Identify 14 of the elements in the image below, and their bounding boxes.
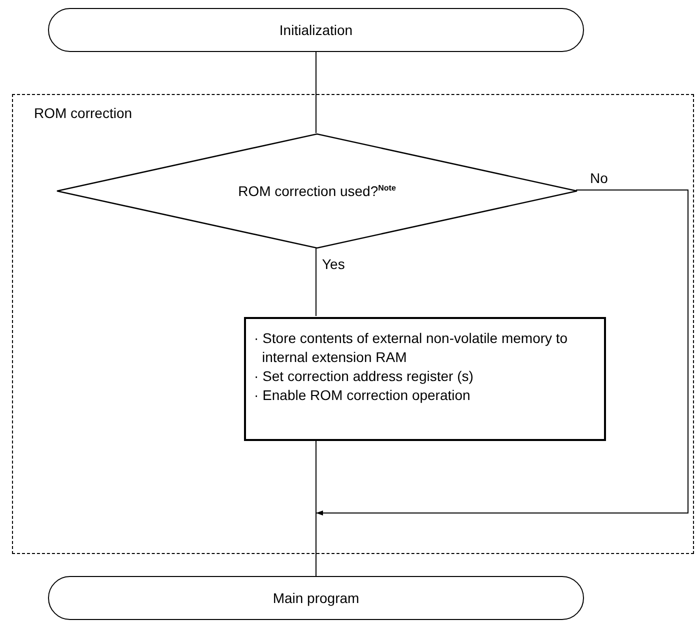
- process-step-text: · Store contents of external non-volatile memory to internal extension RAM: [254, 329, 569, 367]
- process-step-text: · Set correction address register (s): [254, 367, 474, 386]
- terminal-text: Main program: [272, 590, 360, 606]
- group-frame: [12, 94, 694, 554]
- group-title: ROM correction: [34, 105, 132, 121]
- process-step-text: · Enable ROM correction operation: [254, 386, 472, 405]
- process-box: [244, 317, 606, 441]
- terminal-box: [48, 8, 584, 52]
- decision-text: ROM correction used?$^{Note}$: [238, 183, 396, 199]
- terminal-box: [48, 576, 584, 620]
- edge-label: No: [588, 170, 610, 186]
- terminal-text: Initialization: [279, 22, 353, 38]
- edge-label: Yes: [320, 256, 347, 272]
- arrow: [316, 190, 688, 516]
